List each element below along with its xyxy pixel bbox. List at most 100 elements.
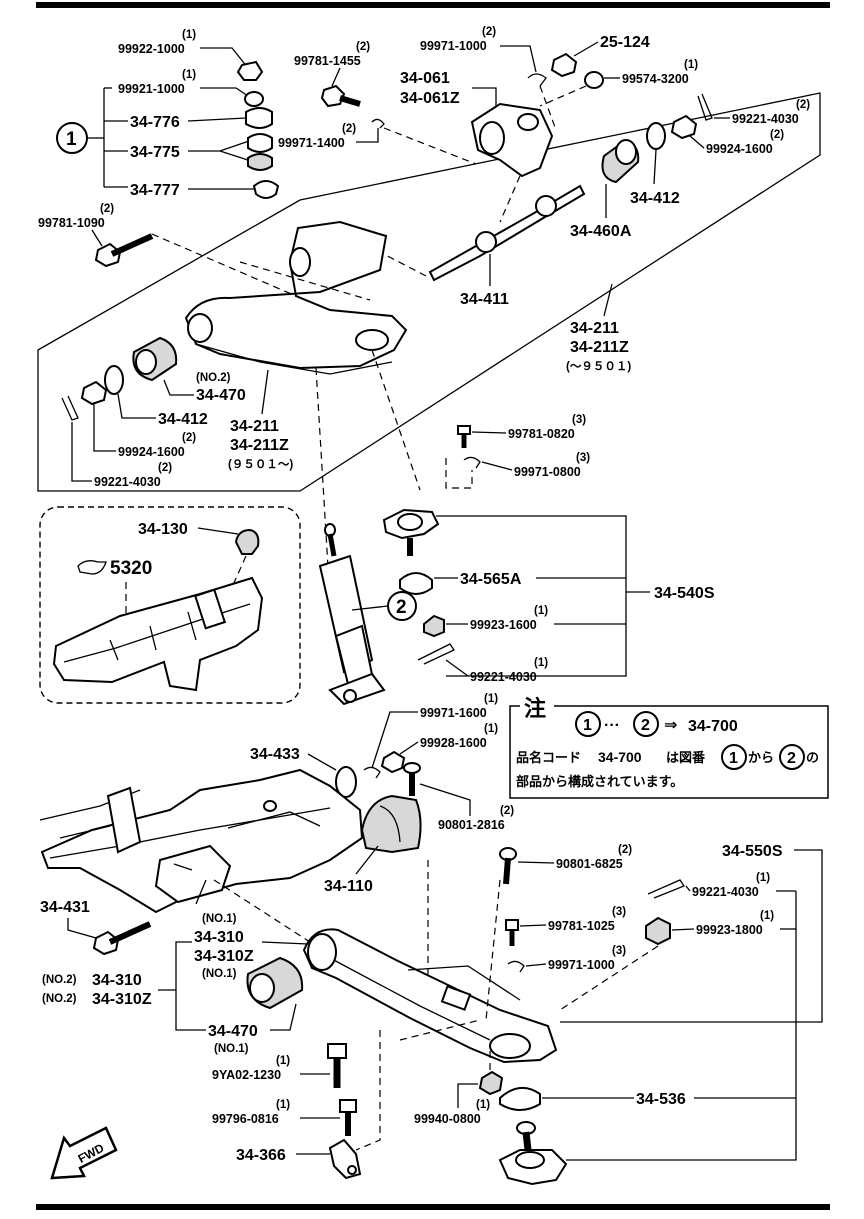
part-99781-0820[interactable]: (3) 99781-0820 — [508, 414, 586, 441]
leader-34-211-left — [261, 369, 269, 415]
part-99971-1000-top[interactable]: (2) 99971-1000 — [420, 26, 496, 53]
part-99971-0800[interactable]: (3) 99971-0800 — [514, 452, 590, 479]
washer-99574-shape — [584, 71, 604, 89]
label-34-061z[interactable]: 34-061Z — [400, 90, 460, 107]
ref-5320[interactable]: 5320 — [77, 558, 152, 579]
leader-callout-2 — [351, 605, 389, 611]
label-34-211z-right[interactable]: 34-211Z — [570, 339, 629, 356]
part-99574-3200[interactable]: (1) 99574-3200 — [622, 59, 698, 86]
label-34-211z-left[interactable]: 34-211Z — [230, 437, 289, 454]
leader-99781-0820 — [471, 431, 507, 434]
label-34-460a[interactable]: 34-460A — [570, 223, 632, 240]
lockwasher-99971-1000-low — [507, 960, 525, 973]
bolt-head-99781-1455 — [320, 84, 346, 108]
fwd-arrow-icon: FWD — [50, 1126, 118, 1180]
label-34-777[interactable]: 34-777 — [130, 182, 180, 199]
part-99781-1025[interactable]: (3) 99781-1025 — [548, 906, 626, 933]
svg-text:99221-4030: 99221-4030 — [732, 112, 799, 126]
bolt-99796-0816 — [339, 1099, 357, 1136]
label-34-775[interactable]: 34-775 — [130, 144, 180, 161]
part-90801-6825[interactable]: (2) 90801-6825 — [556, 844, 632, 871]
label-34-536[interactable]: 34-536 — [636, 1091, 686, 1108]
part-34-310z-no1[interactable]: 34-310Z (NO.1) — [194, 948, 254, 980]
part-99924-1600-top[interactable]: (2) 99924-1600 — [706, 129, 784, 156]
part-99971-1600[interactable]: (1) 99971-1600 — [420, 693, 498, 720]
leader-99221-mid — [445, 659, 469, 677]
dash-366-b — [399, 1019, 481, 1041]
label-34-776[interactable]: 34-776 — [130, 114, 180, 131]
part-99971-1400[interactable]: (2) 99971-1400 — [278, 123, 356, 150]
part-99922-1000[interactable]: (1) 99922-1000 — [118, 29, 196, 56]
label-34-540s[interactable]: 34-540S — [654, 585, 715, 602]
leader-99971-1400 — [356, 128, 379, 143]
part-99221-4030-top[interactable]: (2) 99221-4030 — [732, 99, 810, 126]
callout-1[interactable]: 1 — [56, 122, 88, 154]
part-99940-0800[interactable]: (1) 99940-0800 — [414, 1099, 490, 1126]
label-34-061[interactable]: 34-061 — [400, 70, 450, 87]
part-34-310-no2[interactable]: (NO.2) 34-310 — [42, 972, 142, 989]
part-99221-4030-low[interactable]: (1) 99221-4030 — [692, 872, 770, 899]
svg-text:(1): (1) — [756, 872, 770, 884]
svg-text:(3): (3) — [612, 906, 626, 918]
part-99921-1000[interactable]: (1) 99921-1000 — [118, 69, 196, 96]
lockwasher-99971-0800 — [463, 456, 481, 469]
label-34-431[interactable]: 34-431 — [40, 899, 90, 916]
part-90801-2816[interactable]: (2) 90801-2816 — [438, 805, 514, 832]
part-34-470-no1[interactable]: 34-470 (NO.1) — [208, 1023, 258, 1055]
svg-text:(1): (1) — [476, 1099, 490, 1111]
bolt-99781-1025 — [505, 919, 519, 946]
nut-99923-1600 — [423, 614, 445, 638]
label-34-211-left[interactable]: 34-211 — [230, 418, 279, 435]
svg-text:99781-1455: 99781-1455 — [294, 54, 361, 68]
label-34-110[interactable]: 34-110 — [324, 878, 373, 895]
note-box: 注 1 ··· 2 ⇒ 34-700 品名コード 34-700 は図番 1 から… — [509, 694, 829, 799]
svg-text:(1): (1) — [484, 693, 498, 705]
dash-366 — [355, 1030, 381, 1151]
leader-34-412-left — [117, 393, 156, 419]
leader-99781-1025 — [519, 924, 547, 927]
svg-text:(1): (1) — [182, 69, 196, 81]
part-99923-1800[interactable]: (1) 99923-1800 — [696, 910, 774, 937]
callout-2[interactable]: 2 — [387, 591, 417, 621]
label-34-433[interactable]: 34-433 — [250, 746, 300, 763]
part-99221-4030-mid[interactable]: (1) 99221-4030 — [470, 657, 548, 684]
leader-99971-0800 — [481, 461, 513, 471]
svg-text:(3): (3) — [576, 452, 590, 464]
bracket-34-550s-inner — [566, 891, 797, 1161]
leader-90801-6825 — [517, 861, 555, 864]
label-34-366[interactable]: 34-366 — [236, 1147, 286, 1164]
part-99928-1600[interactable]: (1) 99928-1600 — [420, 723, 498, 750]
part-99781-1455[interactable]: (2) 99781-1455 — [294, 41, 370, 68]
note-line2-two: 2 — [787, 750, 796, 767]
svg-text:34-470: 34-470 — [208, 1023, 258, 1040]
label-34-411[interactable]: 34-411 — [460, 291, 509, 308]
part-34-310-no1[interactable]: (NO.1) 34-310 — [194, 913, 244, 946]
label-34-565a[interactable]: 34-565A — [460, 571, 522, 588]
svg-text:99221-4030: 99221-4030 — [470, 670, 537, 684]
part-99923-1600[interactable]: (1) 99923-1600 — [470, 605, 548, 632]
svg-text:(2): (2) — [100, 203, 114, 215]
boot-34-536 — [499, 1087, 541, 1111]
label-34-211-right[interactable]: 34-211 — [570, 320, 619, 337]
svg-text:99781-0820: 99781-0820 — [508, 427, 575, 441]
part-34-470-no2[interactable]: (NO.2) 34-470 — [196, 372, 246, 404]
part-9ya02-1230[interactable]: (1) 9YA02-1230 — [212, 1055, 290, 1082]
part-34-310z-no2[interactable]: (NO.2) 34-310Z — [42, 991, 152, 1008]
dash-1400 — [383, 127, 477, 165]
dash-1800 — [559, 945, 659, 1011]
part-99796-0816[interactable]: (1) 99796-0816 — [212, 1099, 290, 1126]
note-line2-suffix: の — [806, 751, 819, 766]
part-99924-1600-left[interactable]: (2) 99924-1600 — [118, 432, 196, 459]
label-34-550s[interactable]: 34-550S — [722, 843, 783, 860]
label-34-130[interactable]: 34-130 — [138, 521, 188, 538]
balljoint-upper — [382, 508, 440, 556]
cotter-pin-left — [61, 395, 79, 421]
part-99221-4030-left[interactable]: (2) 99221-4030 — [94, 462, 172, 489]
label-34-412-left[interactable]: 34-412 — [158, 411, 208, 428]
part-99781-1090[interactable]: (2) 99781-1090 — [38, 203, 114, 230]
label-25-124[interactable]: 25-124 — [600, 34, 650, 51]
label-34-412-top[interactable]: 34-412 — [630, 190, 680, 207]
part-99971-1000-low[interactable]: (3) 99971-1000 — [548, 945, 626, 972]
dash-arm-a — [239, 261, 371, 301]
